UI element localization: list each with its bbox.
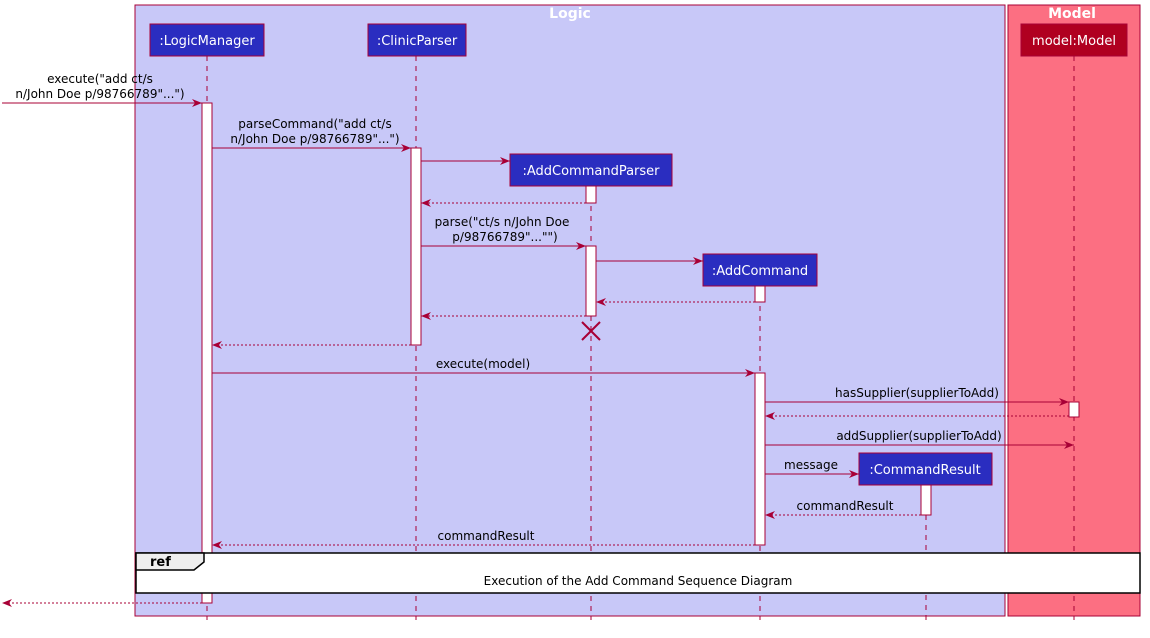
participant-add-command-parser-label: :AddCommandParser bbox=[522, 164, 660, 179]
logic-group-box bbox=[134, 4, 1006, 617]
label-command-result-to-logic: commandResult bbox=[438, 529, 535, 543]
activation-add-command-2 bbox=[754, 372, 766, 546]
activation-logic-manager bbox=[201, 102, 213, 604]
participant-add-command bbox=[702, 253, 818, 287]
participant-clinic-parser-label: :ClinicParser bbox=[377, 34, 458, 49]
activation-add-command-parser-2 bbox=[585, 245, 597, 317]
message-arrows bbox=[2, 99, 1074, 607]
participant-command-result-label: :CommandResult bbox=[869, 463, 980, 478]
label-add-supplier: addSupplier(supplierToAdd) bbox=[836, 429, 1001, 443]
participant-model bbox=[1020, 23, 1128, 57]
label-parse-command-line1: parseCommand("add ct/s bbox=[238, 117, 391, 131]
destroy-icon bbox=[581, 321, 601, 341]
participant-logic-manager-label: :LogicManager bbox=[159, 34, 255, 49]
label-parse-line2: p/98766789"..."") bbox=[452, 230, 557, 244]
ref-frame bbox=[135, 552, 1141, 594]
label-execute-line1: execute("add ct/s bbox=[47, 72, 153, 86]
label-command-result-return: commandResult bbox=[797, 499, 894, 513]
participant-clinic-parser bbox=[367, 23, 467, 57]
label-execute-line2: n/John Doe p/98766789"...") bbox=[15, 87, 184, 101]
label-has-supplier: hasSupplier(supplierToAdd) bbox=[835, 386, 999, 400]
label-execute-model: execute(model) bbox=[436, 357, 530, 371]
ref-description: Execution of the Add Command Sequence Di… bbox=[484, 574, 793, 588]
model-group-title: Model bbox=[1048, 6, 1096, 22]
logic-group-title: Logic bbox=[549, 6, 591, 22]
participant-logic-manager bbox=[149, 23, 265, 57]
activation-model bbox=[1068, 401, 1080, 418]
ref-tab bbox=[135, 552, 205, 571]
label-parse-line1: parse("ct/s n/John Doe bbox=[435, 215, 570, 229]
participant-model-label: model:Model bbox=[1032, 34, 1116, 49]
participant-add-command-label: :AddCommand bbox=[712, 264, 808, 279]
activation-bars bbox=[201, 102, 1080, 604]
activation-add-command-1 bbox=[754, 285, 766, 303]
label-parse-command-line2: n/John Doe p/98766789"...") bbox=[230, 132, 399, 146]
ref-tag-label: ref bbox=[150, 555, 171, 570]
activation-add-command-parser-1 bbox=[585, 185, 597, 204]
activation-command-result bbox=[920, 484, 932, 516]
label-message: message bbox=[784, 458, 838, 472]
activation-clinic-parser bbox=[410, 147, 422, 346]
